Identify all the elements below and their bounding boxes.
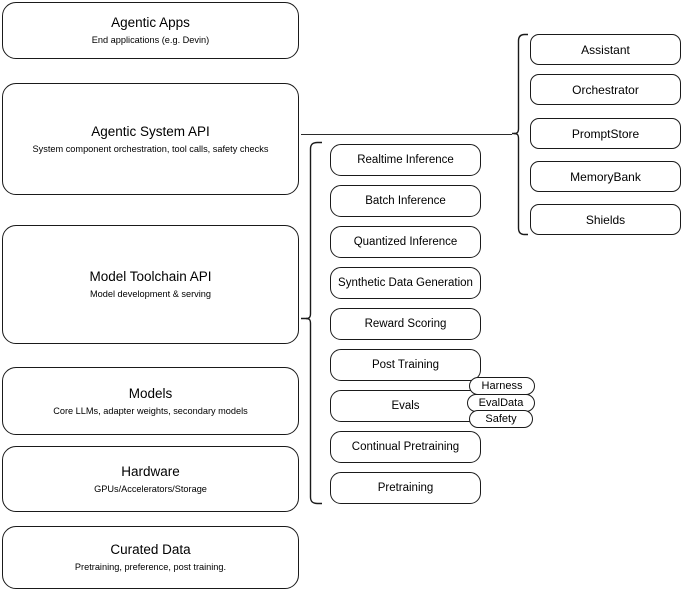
layer-title: Agentic System API [91,123,210,139]
toolchain-item-synthetic-data-generation[interactable]: Synthetic Data Generation [330,267,481,299]
toolchain-item-pretraining[interactable]: Pretraining [330,472,481,504]
toolchain-item-label: Post Training [371,359,440,371]
layer-title: Curated Data [110,542,191,557]
eval-pill-label: EvalData [478,397,524,409]
layer-title: Agentic Apps [111,15,190,30]
toolchain-item-evals[interactable]: Evals [330,390,481,422]
toolchain-item-post-training[interactable]: Post Training [330,349,481,381]
toolchain-item-batch-inference[interactable]: Batch Inference [330,185,481,217]
toolchain-item-label: Evals [391,400,420,412]
system-item-assistant[interactable]: Assistant [530,34,681,65]
connector-line-system-api [301,133,512,135]
layer-subtitle: GPUs/Accelerators/Storage [94,483,207,494]
toolchain-item-label: Reward Scoring [364,318,447,330]
toolchain-item-reward-scoring[interactable]: Reward Scoring [330,308,481,340]
system-item-memorybank[interactable]: MemoryBank [530,161,681,192]
layer-title: Hardware [121,463,180,479]
toolchain-item-continual-pretraining[interactable]: Continual Pretraining [330,431,481,463]
layer-subtitle: System component orchestration, tool cal… [32,143,269,154]
eval-pill-safety[interactable]: Safety [469,410,533,428]
layer-models[interactable]: Models Core LLMs, adapter weights, secon… [2,367,299,435]
toolchain-item-realtime-inference[interactable]: Realtime Inference [330,144,481,176]
system-item-label: PromptStore [571,126,640,141]
layer-hardware[interactable]: Hardware GPUs/Accelerators/Storage [2,446,299,512]
system-item-label: Assistant [581,42,630,57]
eval-pill-label: Harness [481,380,523,392]
toolchain-item-label: Synthetic Data Generation [338,277,473,289]
layer-curated-data[interactable]: Curated Data Pretraining, preference, po… [2,526,299,589]
layer-subtitle: Model development & serving [89,289,212,299]
layer-subtitle: Pretraining, preference, post training. [74,562,227,572]
eval-pill-label: Safety [485,413,517,425]
system-item-orchestrator[interactable]: Orchestrator [530,74,681,105]
layer-title: Models [128,385,173,401]
layer-title: Model Toolchain API [89,269,212,284]
toolchain-item-label: Realtime Inference [357,154,454,166]
toolchain-item-label: Batch Inference [365,195,446,207]
toolchain-item-label: Pretraining [377,482,434,494]
toolchain-item-quantized-inference[interactable]: Quantized Inference [330,226,481,258]
system-item-label: MemoryBank [570,169,641,184]
toolchain-item-label: Continual Pretraining [351,441,460,453]
eval-pill-harness[interactable]: Harness [469,377,535,395]
layer-agentic-apps[interactable]: Agentic Apps End applications (e.g. Devi… [2,2,299,59]
layer-model-toolchain-api[interactable]: Model Toolchain API Model development & … [2,225,299,344]
layer-subtitle: End applications (e.g. Devin) [91,35,210,45]
system-item-label: Orchestrator [572,82,639,97]
layer-agentic-system-api[interactable]: Agentic System API System component orch… [2,83,299,195]
system-item-promptstore[interactable]: PromptStore [530,118,681,149]
toolchain-item-label: Quantized Inference [353,236,458,248]
system-item-shields[interactable]: Shields [530,204,681,235]
system-item-label: Shields [585,212,626,227]
layer-subtitle: Core LLMs, adapter weights, secondary mo… [53,405,248,416]
